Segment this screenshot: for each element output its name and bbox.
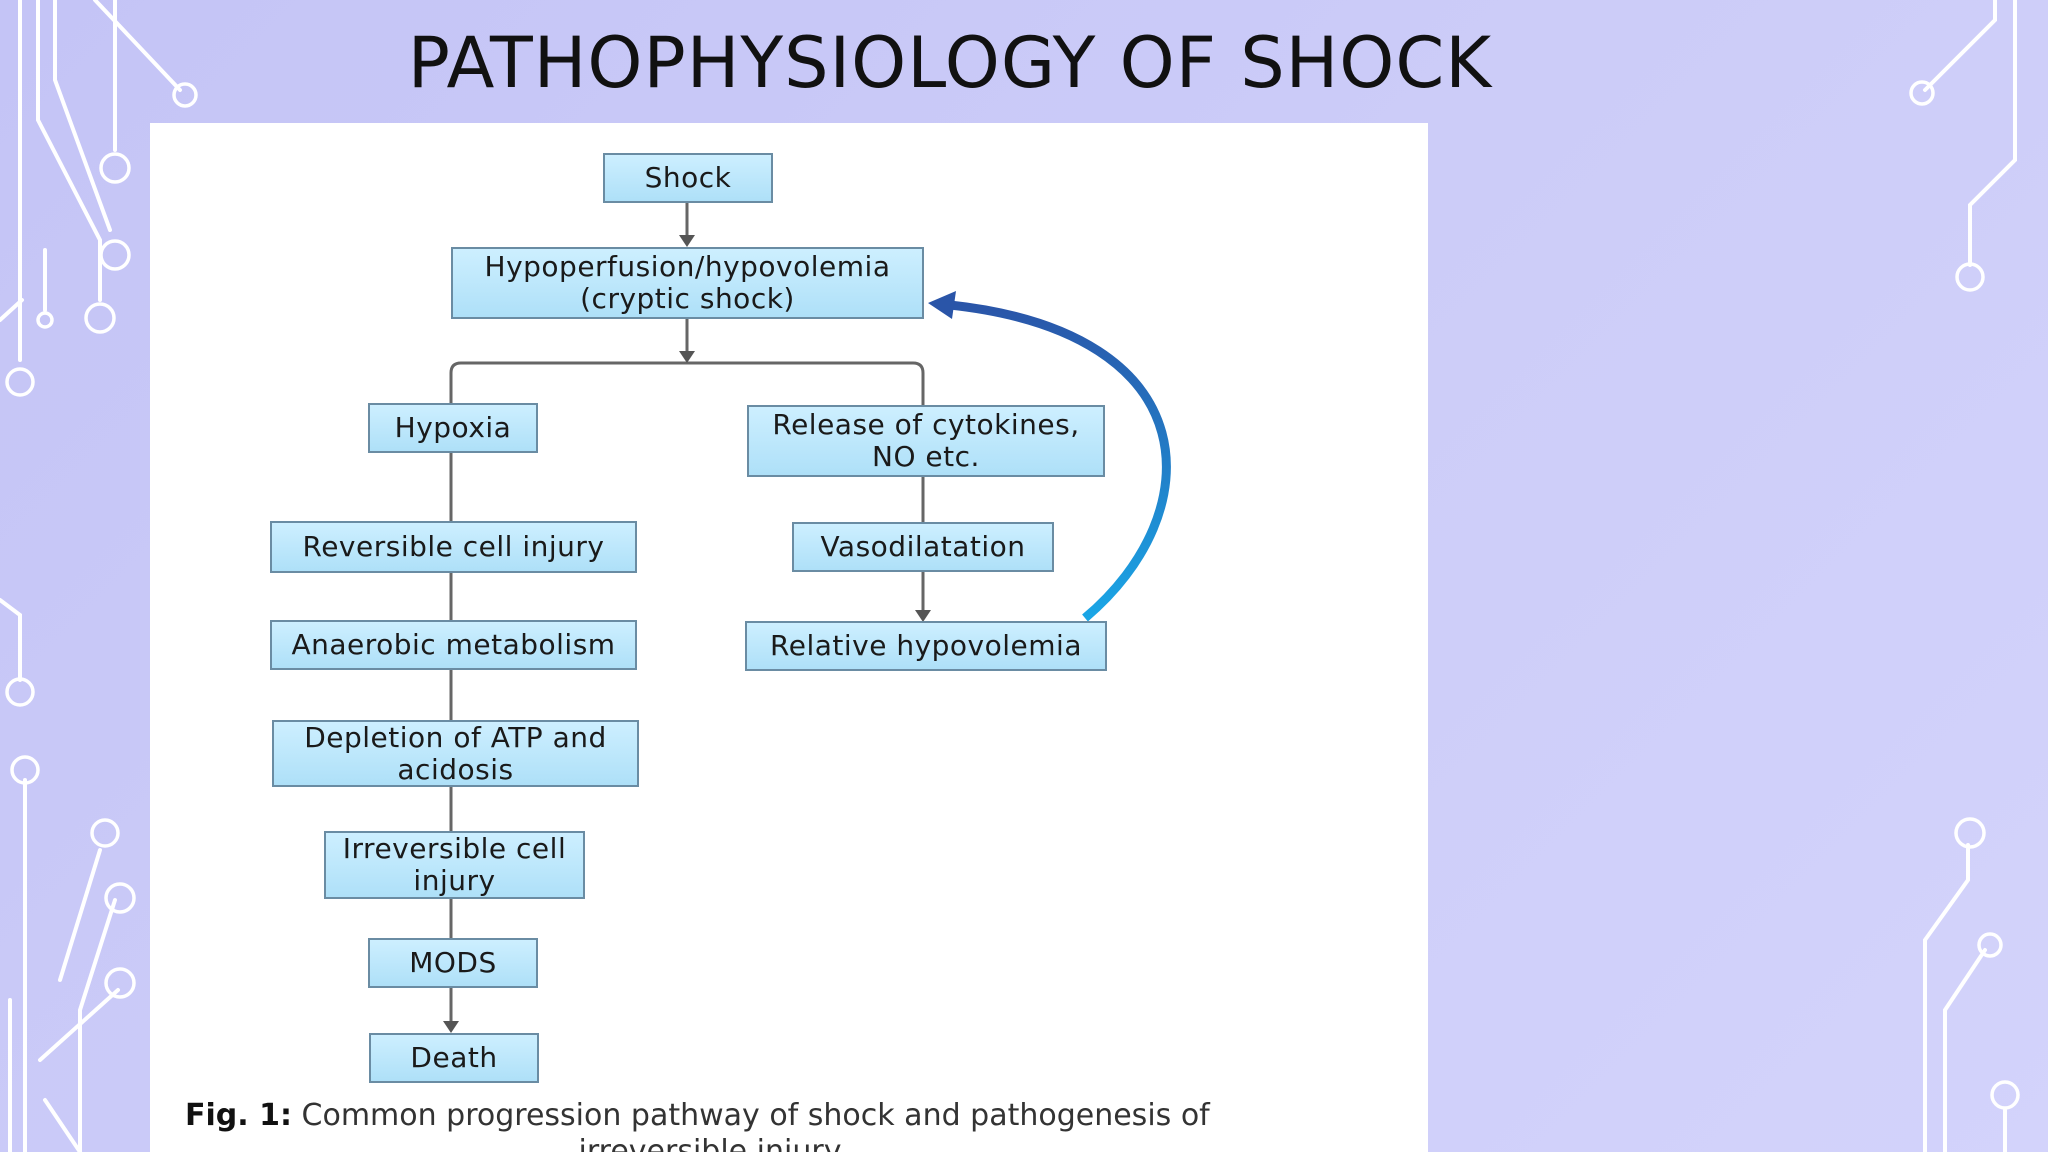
node-hypoperfusion: Hypoperfusion/hypovolemia (cryptic shock… — [451, 247, 924, 319]
node-death: Death — [369, 1033, 539, 1083]
node-shock: Shock — [603, 153, 773, 203]
figure-caption: Fig. 1: Common progression pathway of sh… — [185, 1098, 1385, 1152]
flowchart-connectors — [443, 202, 1171, 1033]
node-hypoxia: Hypoxia — [368, 403, 538, 453]
node-reversible-cell-injury: Reversible cell injury — [270, 521, 637, 573]
node-irreversible-cell-injury: Irreversible cell injury — [324, 831, 585, 899]
caption-label: Fig. 1: — [185, 1098, 292, 1133]
caption-text-line2: irreversible injury — [578, 1134, 842, 1152]
figure-panel: Shock Hypoperfusion/hypovolemia (cryptic… — [150, 123, 1428, 1152]
node-mods: MODS — [368, 938, 538, 988]
node-cytokines: Release of cytokines, NO etc. — [747, 405, 1105, 477]
node-vasodilatation: Vasodilatation — [792, 522, 1054, 572]
caption-text: Common progression pathway of shock and … — [301, 1098, 1210, 1133]
node-relative-hypovolemia: Relative hypovolemia — [745, 621, 1107, 671]
slide-title: PATHOPHYSIOLOGY OF SHOCK — [407, 22, 1493, 104]
node-atp-depletion: Depletion of ATP and acidosis — [272, 720, 639, 787]
node-anaerobic-metabolism: Anaerobic metabolism — [270, 620, 637, 670]
